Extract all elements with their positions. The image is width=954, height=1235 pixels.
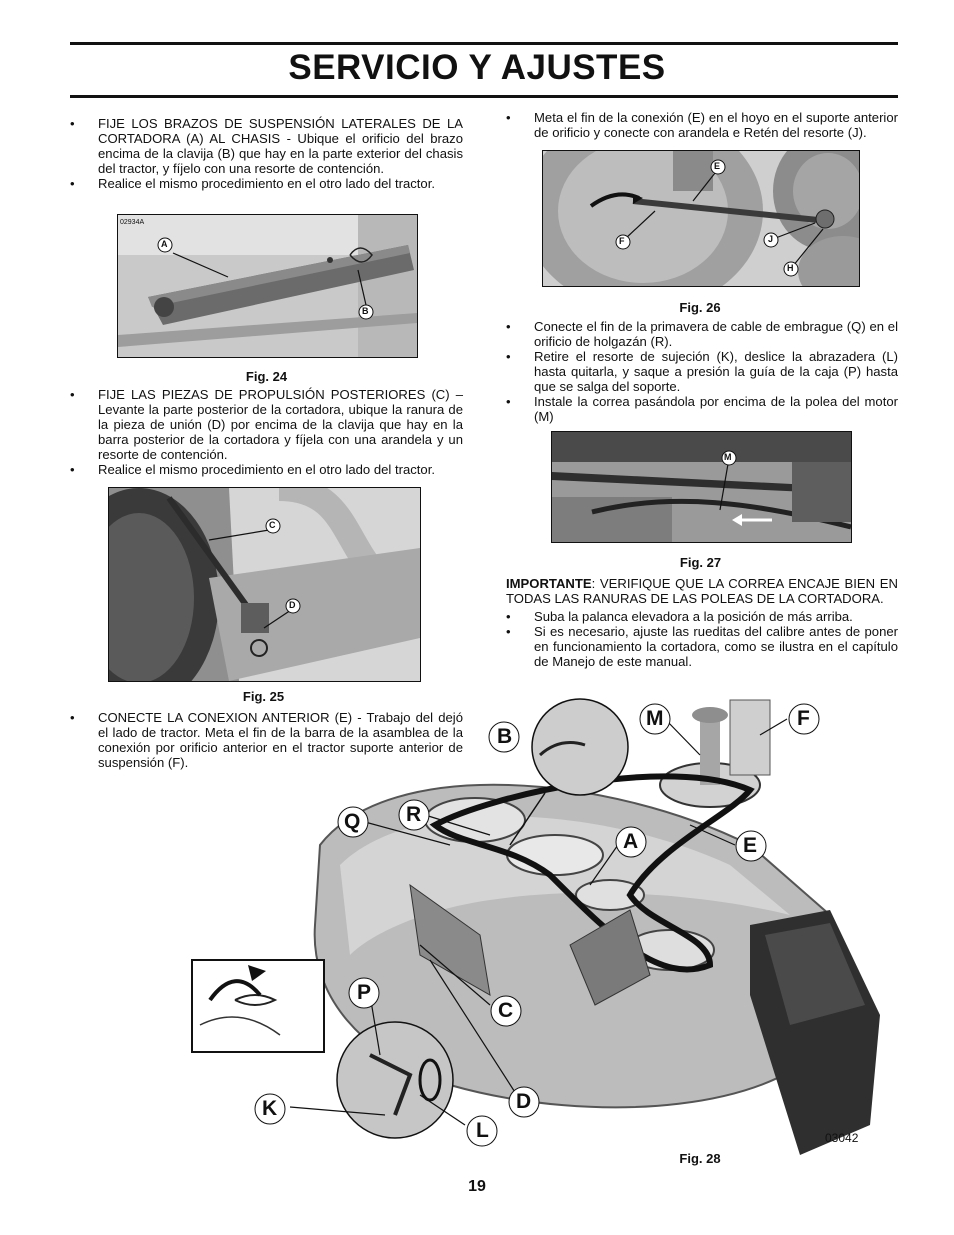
figure-27: M <box>551 431 852 543</box>
figure-caption: Fig. 25 <box>242 689 285 704</box>
callout-label: F <box>797 707 810 730</box>
callout-label: C <box>269 520 276 530</box>
callout-label: J <box>768 234 774 244</box>
figure-26: E F J H <box>542 150 860 287</box>
right-text-block-2: Conecte el fin de la primavera de cable … <box>506 319 898 424</box>
bullet-item: Instale la correa pasándola por encima d… <box>506 394 898 424</box>
figure-caption: Fig. 24 <box>245 369 288 384</box>
bullet-item: FIJE LOS BRAZOS DE SUSPENSIÓN LATERALES … <box>70 116 463 176</box>
figure-caption: Fig. 27 <box>679 555 722 570</box>
callout-label: E <box>743 834 758 857</box>
figure-25: C D <box>108 487 421 682</box>
figure-24: 02934A A B <box>117 214 418 358</box>
bullet-item: Conecte el fin de la primavera de cable … <box>506 319 898 349</box>
bullet-item: Si es necesario, ajuste las rueditas del… <box>506 624 898 669</box>
callout-label: C <box>498 999 514 1022</box>
callout-label: B <box>362 306 369 316</box>
callout-label: E <box>714 161 721 171</box>
callout-label: M <box>646 707 664 730</box>
top-rule <box>70 42 898 45</box>
figure-caption: Fig. 28 <box>679 1151 721 1166</box>
callout-label: D <box>289 600 296 610</box>
callout-label: A <box>623 830 639 853</box>
important-note: IMPORTANTE: VERIFIQUE QUE LA CORREA ENCA… <box>506 576 898 606</box>
callout-label: R <box>406 803 422 826</box>
right-text-block-1: Meta el fin de la conexión (E) en el hoy… <box>506 110 898 140</box>
callout-label: K <box>262 1097 278 1120</box>
figure-caption: Fig. 26 <box>679 300 721 315</box>
bullet-item: Suba la palanca elevadora a la posición … <box>506 609 898 624</box>
bullet-item: CONECTE LA CONEXION ANTERIOR (E) - Traba… <box>70 710 463 770</box>
figure-28: B M F Q R A E P C K D L 03042 <box>190 695 880 1155</box>
callout-label: M <box>724 452 732 462</box>
title-rule <box>70 95 898 98</box>
important-label: IMPORTANTE <box>506 576 592 591</box>
figure-code: 03042 <box>825 1131 859 1145</box>
callout-label: L <box>476 1119 489 1142</box>
left-text-block-3: CONECTE LA CONEXION ANTERIOR (E) - Traba… <box>70 710 463 770</box>
bullet-item: Meta el fin de la conexión (E) en el hoy… <box>506 110 898 140</box>
bullet-item: Retire el resorte de sujeción (K), desli… <box>506 349 898 394</box>
important-text: : VERIFIQUE QUE LA CORREA ENCAJE BIEN EN… <box>506 576 898 606</box>
callout-label: Q <box>344 810 361 833</box>
page-number: 19 <box>468 1178 486 1195</box>
page-title: SERVICIO Y AJUSTES <box>288 48 666 87</box>
bullet-item: Realice el mismo procedimiento en el otr… <box>70 462 463 477</box>
bullet-item: FIJE LAS PIEZAS DE PROPULSIÓN POSTERIORE… <box>70 387 463 462</box>
figure-code: 02934A <box>120 219 145 226</box>
callout-label: D <box>516 1090 532 1113</box>
callout-label: F <box>619 236 625 246</box>
callout-label: P <box>357 981 372 1004</box>
callout-label: A <box>161 239 168 249</box>
right-text-block-3: Suba la palanca elevadora a la posición … <box>506 609 898 669</box>
left-text-block-1: FIJE LOS BRAZOS DE SUSPENSIÓN LATERALES … <box>70 116 463 191</box>
callout-label: H <box>787 263 794 273</box>
callout-label: B <box>497 725 513 748</box>
bullet-item: Realice el mismo procedimiento en el otr… <box>70 176 463 191</box>
left-text-block-2: FIJE LAS PIEZAS DE PROPULSIÓN POSTERIORE… <box>70 387 463 477</box>
